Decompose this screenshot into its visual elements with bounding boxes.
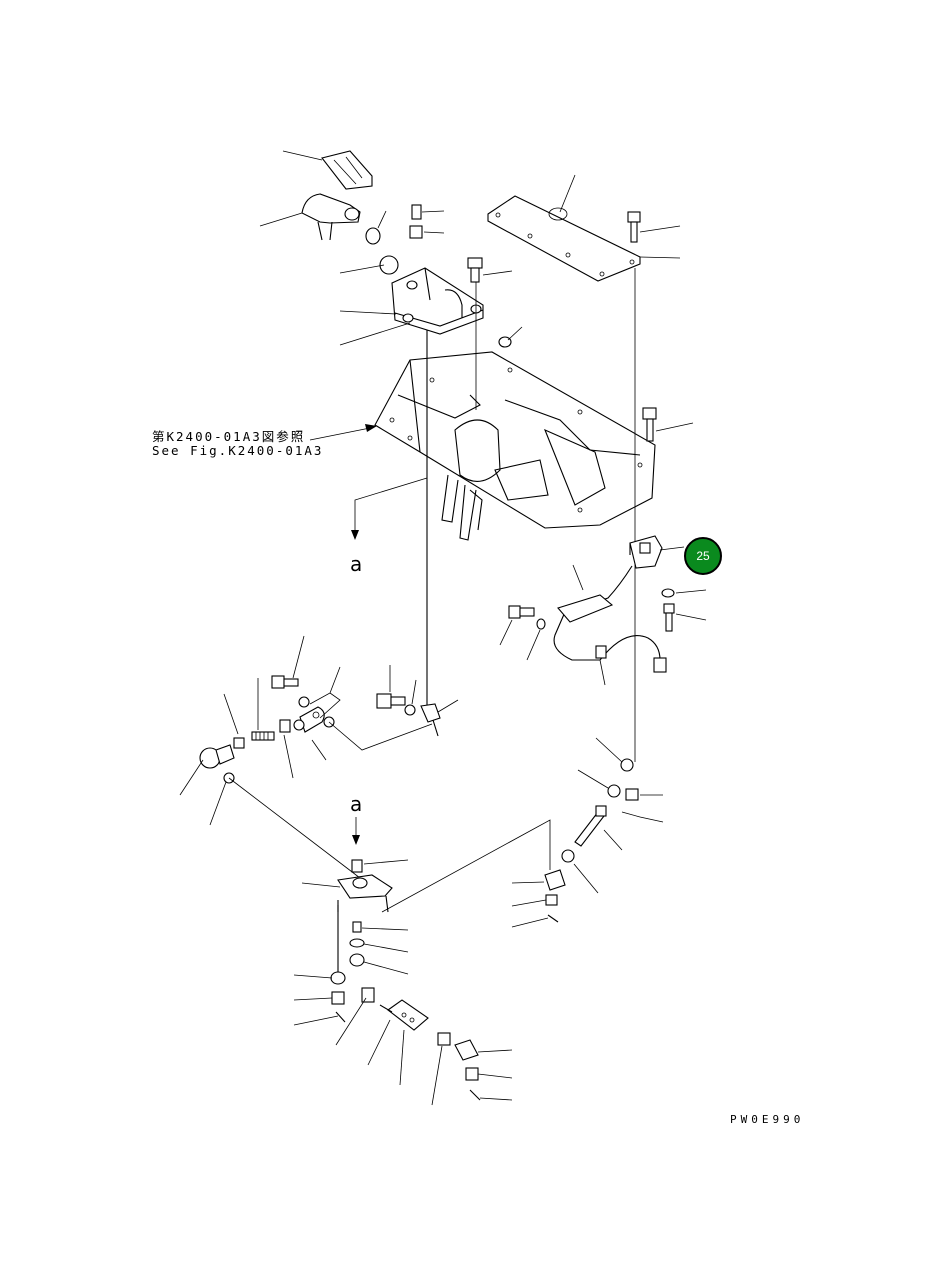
view-marker-lower: a [350,792,363,816]
washer [298,696,310,708]
adjust-washer [293,719,305,731]
center-washer [404,704,416,716]
callout-number: 25 [696,549,710,563]
bolt [467,257,483,283]
rod-stub [379,1004,393,1013]
reference-label-jp: 第K2400-01A3図参照 [152,429,306,444]
stud-washer [561,849,575,863]
lower-nut-1 [331,991,345,1005]
rod-end-left [199,744,235,769]
nut-rod-end [545,894,558,906]
lower-cotter-2 [469,1089,481,1101]
cotter-pin [547,914,559,923]
turnbuckle [387,999,429,1031]
lower-rod-end [330,971,346,985]
bellcrank-bushing [349,953,365,967]
view-a-line [354,477,428,530]
floor-frame [374,351,656,541]
lower-cotter [335,1011,346,1023]
clevis [299,706,325,733]
bellcrank [337,859,393,913]
knob [379,255,399,275]
bolt-left [271,675,299,689]
jam-nut [233,737,245,749]
rod-end-right [544,869,566,891]
harness-bolt [508,605,535,619]
reference-arrow [309,424,377,441]
stud [574,805,607,847]
rod-end-lower [454,1039,479,1061]
wire-harness [553,565,667,673]
adjust-nut [279,719,291,733]
view-a-arrow [351,530,359,540]
cover-plate [487,195,641,282]
lower-nut-2 [465,1067,479,1081]
rod-guide [620,758,634,772]
bushing [365,227,381,245]
pin [411,204,422,220]
nut-right [625,788,639,801]
view-a-arrow-lower [352,835,360,845]
switch-washer [661,588,675,598]
link-line-left [228,777,361,879]
frame-bolt [642,407,657,442]
figure-code: PW0E990 [730,1113,805,1126]
bellcrank-pin [352,921,362,933]
switch-bolt [663,603,675,632]
nut [409,225,423,239]
lever-link-line [328,721,433,751]
leader-lines [179,150,707,1106]
threaded-rod [251,731,275,741]
center-bolt [376,693,406,709]
view-marker-upper: a [350,552,363,576]
rod-lever [420,703,441,737]
cover-bolt [627,211,641,243]
pedal-arm [301,193,361,241]
limit-switch [629,535,663,569]
pedal-pad [321,150,373,190]
washer-right [607,784,621,798]
callout-25[interactable]: 25 [684,537,722,575]
harness-washer [536,618,546,630]
reference-label-en: See Fig.K2400-01A3 [152,443,324,458]
link-line-right [381,819,551,913]
bellcrank-washer [349,938,365,948]
turnbuckle-nut-1 [361,987,375,1003]
turnbuckle-nut-2 [437,1032,451,1046]
